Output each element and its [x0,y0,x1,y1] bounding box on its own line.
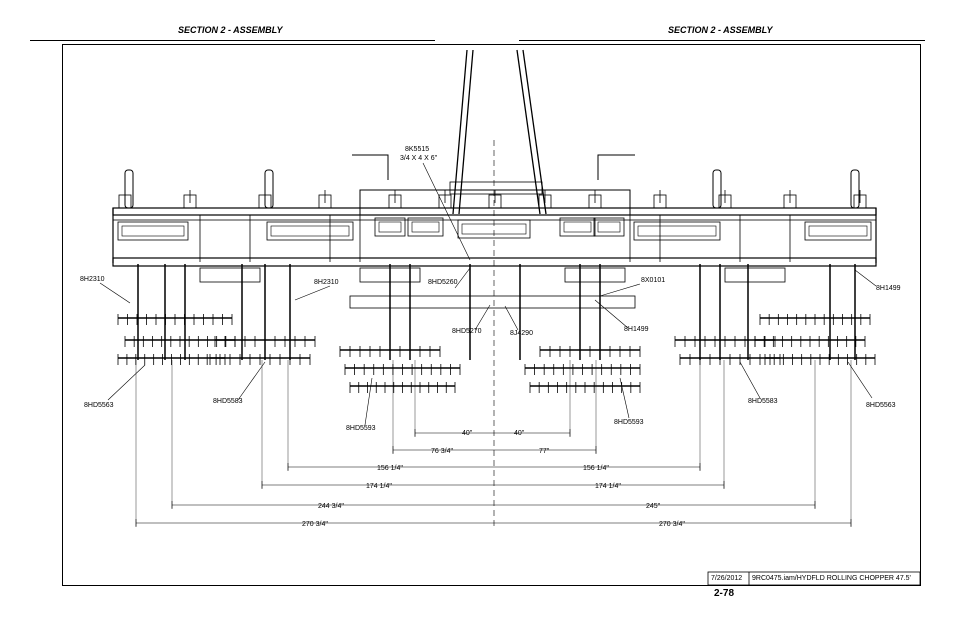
callout-8k5515: 8K5515 [405,146,429,153]
shank-box-0 [199,267,261,283]
callout-8hd5583-left: 8HD5583 [213,398,243,405]
callout-8k5515-size: 3/4 X 4 X 6" [400,155,438,162]
deck-inner-8 [808,225,868,237]
leader-1 [99,282,131,304]
callout-8j4290: 8J4290 [510,330,533,337]
leader-12 [619,377,630,419]
deck-inner-6 [597,221,621,233]
dim-174-left: 174 1/4" [366,483,392,490]
header-rule-left [30,40,435,41]
leader-11 [364,377,373,426]
leader-7 [504,305,519,331]
leader-3 [454,267,471,289]
shank-box-2 [564,267,626,283]
title-block-file: 9RC0475.iam/HYDFLD ROLLING CHOPPER 47.5' [752,575,911,582]
dim-76-3-4: 76 3/4" [431,448,453,455]
transport-wheel-3 [850,169,860,209]
callout-leaders [99,162,877,426]
deck-box-4 [457,219,531,239]
deck-box-8 [804,221,872,241]
dim-40-left: 40" [462,430,473,437]
callout-8hd5583-right: 8HD5583 [748,398,778,405]
rolling-chopper-illustration [112,49,877,530]
center-lift [449,181,543,195]
deck-box-0 [117,221,189,241]
dimension-lines [135,360,852,527]
dim-174-right: 174 1/4" [595,483,621,490]
transport-wheel-1 [264,169,274,209]
leader-9 [107,364,146,401]
deck-box-7 [633,221,721,241]
tongue-left-rail-inner [458,49,474,215]
title-block-date: 7/26/2012 [711,575,743,582]
dim-270-right: 270 3/4" [659,521,685,528]
transport-wheel-2 [712,169,722,209]
shank-box-3 [724,267,786,283]
callout-8h2310-mid: 8H2310 [314,279,339,286]
main-toolbar [112,207,877,216]
section-header-right: SECTION 2 - ASSEMBLY [668,25,773,35]
drawing-frame [62,44,921,586]
dim-244-3-4: 244 3/4" [318,503,344,510]
callout-8hd5260: 8HD5260 [428,279,458,286]
deck-inner-2 [378,221,402,233]
dim-245: 245" [646,503,661,510]
deck-inner-5 [563,221,592,233]
leader-4 [599,283,641,297]
leader-2 [294,285,331,301]
leader-14 [847,361,873,399]
center-rear-bar [349,295,636,309]
header-rule-right [519,40,925,41]
callout-8hd5270: 8HD5270 [452,328,482,335]
deck-box-6 [593,217,625,237]
leader-6 [474,304,491,331]
page-number: 2-78 [714,588,735,599]
leader-10 [237,361,266,401]
deck-inner-0 [121,225,185,237]
gauge-arm-right [597,154,635,180]
rear-bar [112,257,877,267]
callout-8hd5563-right: 8HD5563 [866,402,896,409]
tongue-right-rail [516,49,541,215]
title-block-frame [707,571,921,586]
dim-77: 77" [539,448,550,455]
leader-0 [422,162,471,261]
transport-wheel-0 [124,169,134,209]
deck-inner-3 [411,221,440,233]
leader-5 [854,269,877,287]
deck-box-3 [407,217,444,237]
callout-8x0101: 8X0101 [641,277,665,284]
deck-box-5 [559,217,596,237]
gauge-arm-left [352,154,389,180]
deck-box-2 [374,217,406,237]
deck-inner-1 [270,225,350,237]
leader-8 [594,299,629,329]
callout-8h1499-right: 8H1499 [876,285,901,292]
callout-8hd5593-left: 8HD5593 [346,425,376,432]
tongue-left-rail [452,49,468,215]
tongue-right-rail-inner [522,49,547,215]
callout-8hd5563-left: 8HD5563 [84,402,114,409]
dim-40-right: 40" [514,430,525,437]
callout-8h2310-left: 8H2310 [80,276,105,283]
section-header-left: SECTION 2 - ASSEMBLY [178,25,283,35]
dim-156-right: 156 1/4" [583,465,609,472]
deck-inner-4 [461,223,527,235]
callout-8h1499-mid: 8H1499 [624,326,649,333]
dim-156-left: 156 1/4" [377,465,403,472]
dim-270-left: 270 3/4" [302,521,328,528]
leader-13 [739,361,761,399]
callout-8hd5593-right: 8HD5593 [614,419,644,426]
deck-box-1 [266,221,354,241]
deck-inner-7 [637,225,717,237]
main-toolbar-lower [112,214,877,221]
